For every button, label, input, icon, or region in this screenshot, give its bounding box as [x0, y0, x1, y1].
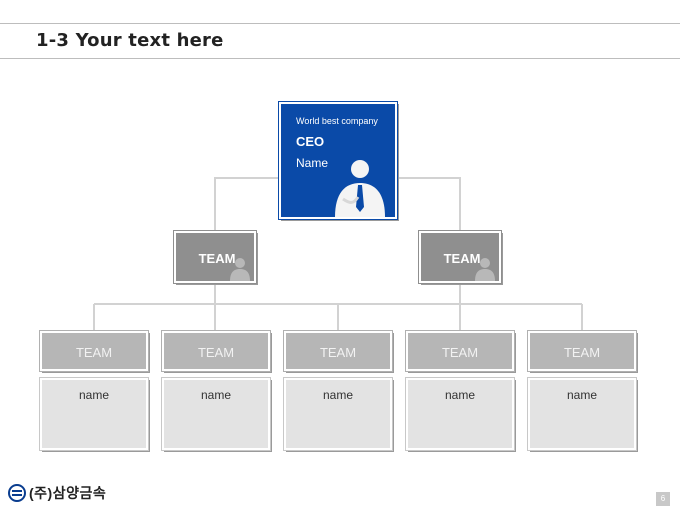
sub-team-label: TEAM	[441, 345, 479, 360]
member-name: name	[322, 388, 354, 402]
team-label: TEAM	[198, 251, 236, 266]
sub-team-label: TEAM	[197, 345, 235, 360]
sub-team-label: TEAM	[75, 345, 113, 360]
member-name-box-3[interactable]: name	[283, 377, 393, 451]
team-box-right[interactable]: TEAM	[418, 230, 502, 284]
header-top-rule	[0, 23, 680, 24]
company-name: (주)삼양금속	[29, 485, 107, 501]
sub-team-box-3[interactable]: TEAM	[283, 330, 393, 372]
member-name-box-1[interactable]: name	[39, 377, 149, 451]
sub-team-box-1[interactable]: TEAM	[39, 330, 149, 372]
person-icon	[230, 258, 250, 281]
page-number: 6	[656, 492, 670, 506]
connector-ceo-team-left	[214, 177, 279, 232]
member-name: name	[566, 388, 598, 402]
member-name-box-5[interactable]: name	[527, 377, 637, 451]
sub-team-label: TEAM	[319, 345, 357, 360]
person-icon	[475, 258, 495, 281]
ceo-role: CEO	[296, 134, 325, 149]
company-emblem-icon	[8, 484, 26, 502]
sub-team-label: TEAM	[563, 345, 601, 360]
ceo-name: Name	[296, 156, 329, 170]
businessman-icon	[335, 160, 385, 217]
member-name: name	[200, 388, 232, 402]
member-name: name	[444, 388, 476, 402]
member-name: name	[78, 388, 110, 402]
sub-team-box-4[interactable]: TEAM	[405, 330, 515, 372]
company-logo: (주)삼양금속	[8, 483, 106, 503]
connector-ceo-team-right	[397, 177, 461, 232]
member-name-box-4[interactable]: name	[405, 377, 515, 451]
team-box-left[interactable]: TEAM	[173, 230, 257, 284]
ceo-box[interactable]: World best company CEO Name	[278, 101, 398, 220]
header-bottom-rule	[0, 58, 680, 59]
ceo-subtitle: World best company	[296, 116, 378, 126]
sub-team-box-5[interactable]: TEAM	[527, 330, 637, 372]
team-label: TEAM	[443, 251, 481, 266]
sub-team-box-2[interactable]: TEAM	[161, 330, 271, 372]
member-name-box-2[interactable]: name	[161, 377, 271, 451]
page-title: 1-3 Your text here	[36, 30, 224, 51]
